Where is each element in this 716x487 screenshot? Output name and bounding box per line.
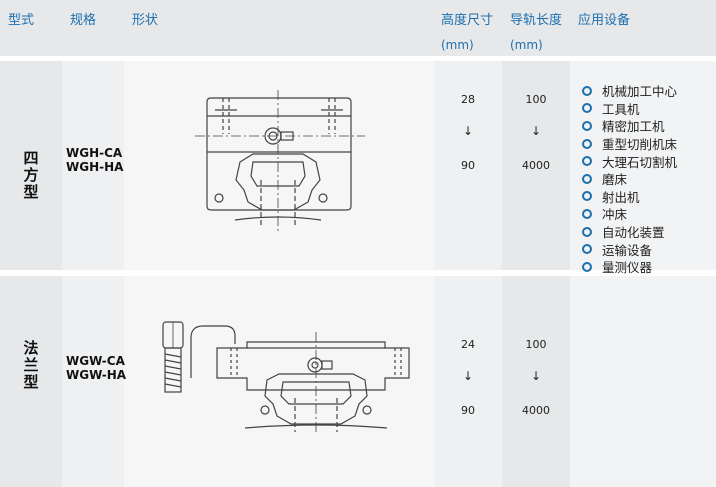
bullet-icon	[582, 156, 592, 167]
bullet-icon	[582, 191, 592, 202]
row-flange-height-min: 24	[461, 338, 475, 351]
header-length: 导轨长度	[510, 13, 563, 28]
header-height: 高度尺寸	[441, 13, 494, 28]
row-flange-height-arrow: ↓	[462, 369, 474, 383]
bullet-icon	[582, 120, 592, 131]
table-header: 型式 规格 形状 高度尺寸 (mm) 导轨长度 (mm) 应用设备	[0, 0, 716, 56]
header-height-unit: (mm)	[441, 38, 474, 52]
row-flange-length-min: 100	[525, 338, 547, 351]
row-square-height-max: 90	[461, 159, 475, 172]
list-item: 精密加工机	[582, 117, 677, 135]
bullet-icon	[582, 103, 592, 114]
row-flange-spec: WGW-CA WGW-HA	[66, 354, 127, 382]
list-item: 运输设备	[582, 240, 677, 258]
bullet-icon	[582, 85, 592, 96]
bullet-icon	[582, 138, 592, 149]
header-spec: 规格	[70, 13, 97, 28]
row-square-spec: WGH-CA WGH-HA	[66, 146, 124, 174]
list-item: 自动化装置	[582, 223, 677, 241]
bullet-icon	[582, 208, 592, 219]
list-item: 磨床	[582, 170, 677, 188]
bullet-icon	[582, 173, 592, 184]
row-square-type: 四方型	[23, 149, 39, 201]
row-square-length-min: 100	[525, 93, 547, 106]
list-item: 射出机	[582, 188, 677, 206]
row-square-length-arrow: ↓	[530, 124, 542, 138]
header-application: 应用设备	[578, 13, 631, 28]
row-square-height-min: 28	[461, 93, 475, 106]
application-list: 机械加工中心 工具机 精密加工机 重型切削机床 大理石切割机 磨床 射出机 冲床…	[582, 82, 677, 276]
header-type: 型式	[8, 13, 35, 28]
list-item: 机械加工中心	[582, 82, 677, 100]
row-flange-type: 法兰型	[23, 339, 39, 391]
bullet-icon	[582, 244, 592, 255]
list-item: 工具机	[582, 100, 677, 118]
table-row-flange	[0, 276, 716, 487]
row-square-height-arrow: ↓	[462, 124, 474, 138]
bullet-icon	[582, 261, 592, 272]
list-item: 量测仪器	[582, 258, 677, 276]
row-square-length-max: 4000	[522, 159, 550, 172]
square-block-drawing	[195, 90, 365, 232]
flange-block-drawing	[162, 321, 410, 434]
table-row-square	[0, 61, 716, 270]
row-flange-length-arrow: ↓	[530, 369, 542, 383]
row-flange-length-max: 4000	[522, 404, 550, 417]
row-flange-height-max: 90	[461, 404, 475, 417]
header-shape: 形状	[132, 13, 159, 28]
list-item: 冲床	[582, 205, 677, 223]
list-item: 大理石切割机	[582, 152, 677, 170]
header-length-unit: (mm)	[510, 38, 543, 52]
list-item: 重型切削机床	[582, 135, 677, 153]
bullet-icon	[582, 226, 592, 237]
